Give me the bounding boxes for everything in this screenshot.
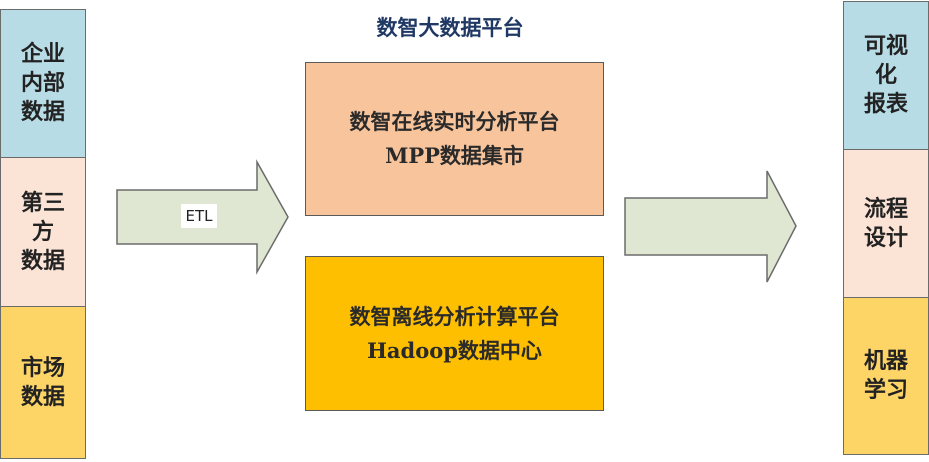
output-process-design: 流程 设计 — [843, 149, 929, 298]
platform-title: 数智大数据平台 — [376, 15, 524, 40]
output-visual-reports: 可视 化 报表 — [843, 1, 929, 150]
source-third-party-data: 第三 方 数据 — [0, 157, 86, 307]
source-internal-data: 企业 内部 数据 — [0, 9, 86, 158]
online-analysis-platform: 数智在线实时分析平台 MPP数据集市 — [305, 62, 604, 216]
output-arrow — [624, 170, 797, 283]
source-market-data: 市场 数据 — [0, 306, 86, 459]
offline-platform-subtitle: Hadoop数据中心 — [367, 337, 542, 363]
online-platform-name: 数智在线实时分析平台 — [349, 109, 560, 134]
online-platform-subtitle: MPP数据集市 — [385, 143, 524, 168]
offline-platform-name: 数智离线分析计算平台 — [349, 303, 560, 329]
etl-label: ETL — [181, 204, 217, 228]
offline-compute-platform: 数智离线分析计算平台 Hadoop数据中心 — [305, 256, 604, 411]
output-machine-learning: 机器 学习 — [843, 297, 929, 455]
